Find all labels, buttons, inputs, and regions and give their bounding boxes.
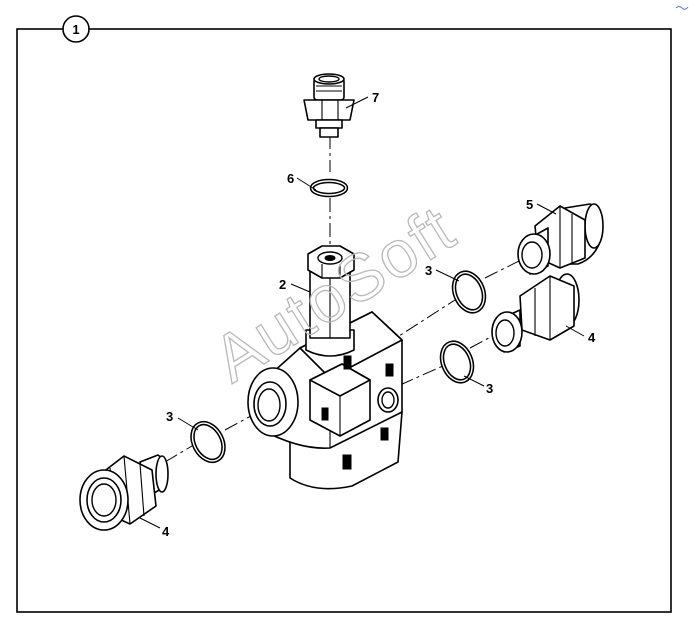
callout-4-left: 4 <box>162 524 170 539</box>
item-3-o-ring-left <box>190 420 226 464</box>
item-2-valve-body <box>247 245 403 490</box>
callout-leaders <box>139 96 585 529</box>
figure-number-badge: 1 <box>62 15 90 43</box>
callout-3-upper: 3 <box>425 263 432 278</box>
callout-5: 5 <box>526 197 533 212</box>
callout-2: 2 <box>279 277 286 292</box>
callout-3-middle: 3 <box>486 381 493 396</box>
item-3-o-ring-middle <box>439 340 475 384</box>
callout-4-right: 4 <box>588 330 596 345</box>
callout-7: 7 <box>372 90 379 105</box>
figure-frame <box>16 28 672 613</box>
callout-3-left: 3 <box>166 409 173 424</box>
figure-number: 1 <box>72 22 79 37</box>
item-4-fitting-left <box>79 454 169 531</box>
corner-mark <box>675 6 689 10</box>
item-3-o-ring-upper <box>451 270 487 314</box>
callout-6: 6 <box>287 171 294 186</box>
item-7-fitting <box>303 73 355 138</box>
item-5-fitting <box>517 203 604 275</box>
item-4-fitting-right <box>491 273 580 353</box>
item-6-o-ring <box>309 178 349 198</box>
